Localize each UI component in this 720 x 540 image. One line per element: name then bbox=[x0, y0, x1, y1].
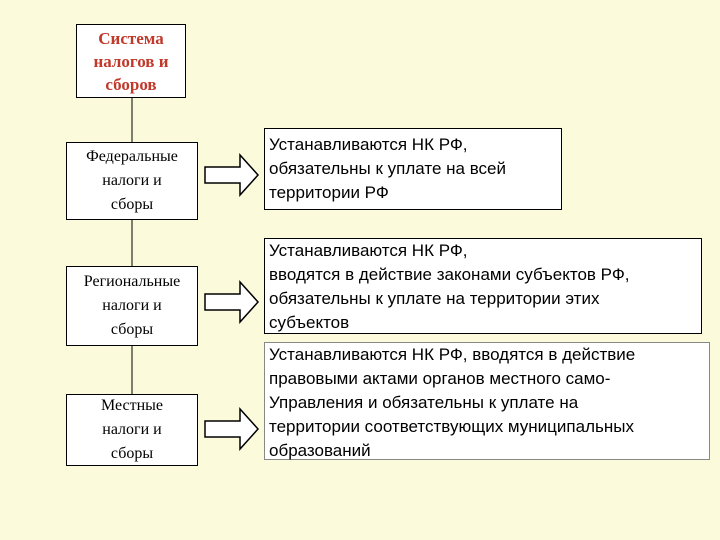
federal-label: Федеральные налоги и сборы bbox=[86, 148, 178, 213]
regional-box: Региональные налоги и сборы bbox=[66, 266, 198, 346]
federal-description: Устанавливаются НК РФ, обязательны к упл… bbox=[264, 128, 562, 210]
federal-box: Федеральные налоги и сборы bbox=[66, 142, 198, 220]
local-box: Местные налоги и сборы bbox=[66, 394, 198, 466]
root-box: Система налогов и сборов bbox=[76, 24, 186, 98]
local-description: Устанавливаются НК РФ, вводятся в действ… bbox=[264, 342, 710, 460]
arrow-regional bbox=[204, 280, 260, 324]
arrow-federal bbox=[204, 153, 260, 197]
arrow-local bbox=[204, 407, 260, 451]
root-label: Система налогов и сборов bbox=[93, 28, 169, 94]
local-label: Местные налоги и сборы bbox=[100, 397, 164, 462]
regional-description: Устанавливаются НК РФ, вводятся в действ… bbox=[264, 238, 702, 334]
regional-label: Региональные налоги и сборы bbox=[83, 273, 181, 338]
